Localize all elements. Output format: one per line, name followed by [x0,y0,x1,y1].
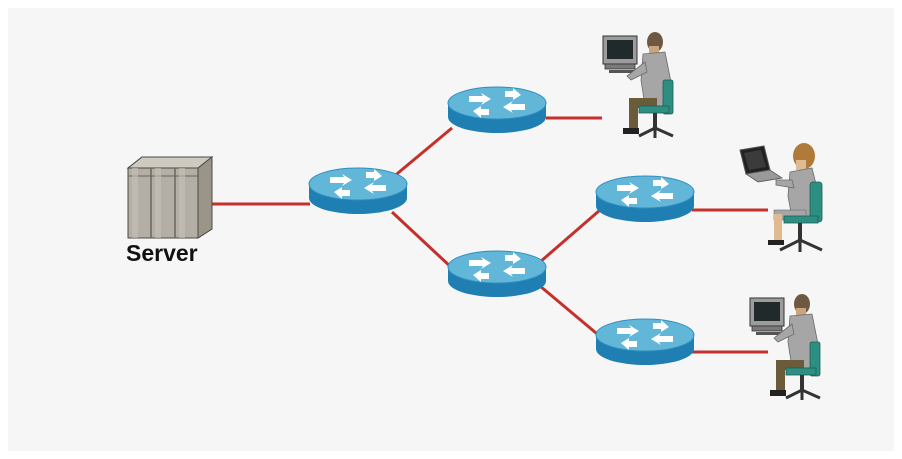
server-icon [126,155,214,239]
user-top-desktop-icon [601,30,675,140]
link-router-core-router-mid [390,210,454,270]
network-links [212,116,768,354]
link-router-mid-router-right-mid [539,208,601,264]
server-label: Server [126,240,198,266]
router-core-icon [308,167,408,215]
link-router-mid-router-right-bottom [539,284,603,340]
user-bottom-desktop-icon [748,292,822,402]
link-router-core-router-top [391,126,453,180]
router-top-icon [447,86,547,134]
router-right-mid-icon [595,175,695,223]
router-mid-icon [447,250,547,298]
router-right-bottom-icon [595,318,695,366]
user-mid-laptop-icon [738,141,824,254]
